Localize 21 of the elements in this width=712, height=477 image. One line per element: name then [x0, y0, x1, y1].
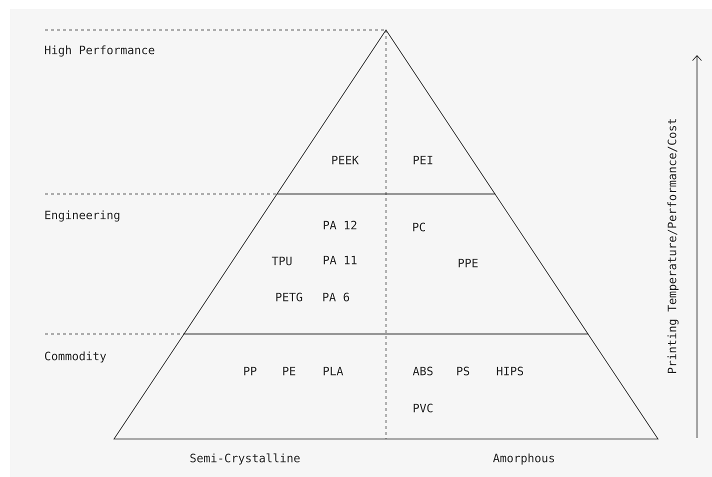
- polymer-label: TPU: [272, 256, 292, 266]
- polymer-label: PA 12: [324, 220, 356, 230]
- axis-label: Printing Temperature/Performance/Cost: [667, 119, 679, 373]
- polymer-label: PETG: [276, 292, 302, 302]
- column-label: Amorphous: [493, 453, 554, 465]
- polymer-label: PP: [244, 366, 256, 376]
- polymer-label: PVC: [414, 404, 432, 412]
- column-label: Semi-Crystalline: [190, 453, 300, 465]
- polymer-label: ABS: [412, 366, 433, 376]
- polymer-label: PEEK: [332, 156, 359, 164]
- polymer-label: PA 11: [324, 256, 357, 264]
- polymer-label: PA 6: [323, 292, 350, 302]
- tier-label: Engineering: [45, 210, 120, 222]
- polymer-label: HIPS: [496, 366, 524, 376]
- tier-label: High Performance: [44, 45, 154, 57]
- polymer-label: PPE: [458, 258, 478, 268]
- polymer-label: PE: [283, 366, 296, 376]
- polymer-label: PS: [457, 366, 470, 376]
- polymer-label: PEI: [414, 156, 432, 164]
- polymer-label: PC: [413, 222, 426, 232]
- polymer-label: PLA: [324, 366, 344, 376]
